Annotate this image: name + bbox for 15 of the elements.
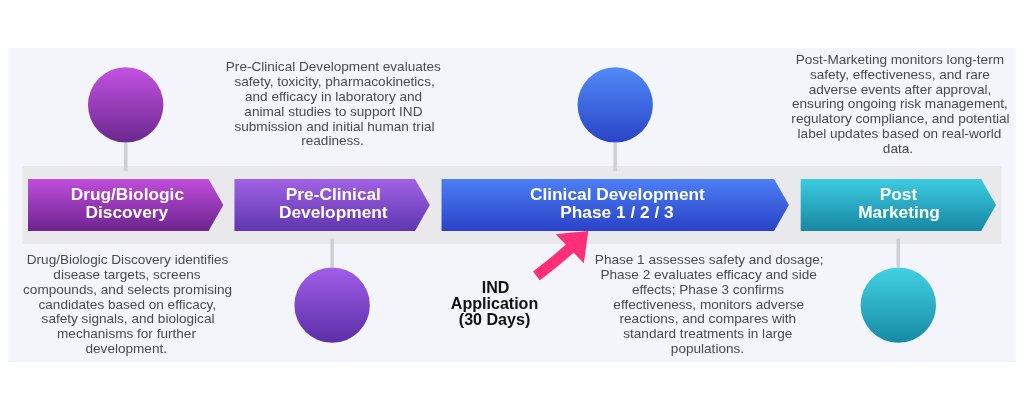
connector <box>330 237 334 267</box>
node-circle <box>860 266 936 343</box>
node-circle <box>88 66 164 143</box>
cluster <box>22 165 1002 244</box>
node-label: Phase 1 assesses safety and dosage; Phase 2 evaluates efficacy and side effects; Phase 3 confirms effectiveness, monitors adverse reactions, and compares with standard treatments in large populations. <box>594 251 824 356</box>
arrow <box>533 230 589 280</box>
connector <box>123 142 128 171</box>
node-label: Drug/Biologic Discovery identifies disease targets, screens compounds, and selects promising candidates based on efficacy, safety signals, and biological mechanisms for further development. <box>23 251 233 356</box>
connector <box>613 142 618 171</box>
node-circle <box>577 66 653 143</box>
node-label: Pre-Clinical Development evaluates safety, toxicity, pharmacokinetics, and efficacy in laboratory and animal studies to support IND submission and initial human trial readiness. <box>225 58 441 148</box>
connector <box>896 237 901 267</box>
node-circle <box>294 266 370 343</box>
node-label: Post-Marketing monitors long-term safety, effectiveness, and rare adverse events after approval, ensuring ongoing risk management, regulatory compliance, and potential label updates based on real-world data. <box>791 51 1010 156</box>
node-text: IND Application (30 Days) <box>450 277 539 328</box>
